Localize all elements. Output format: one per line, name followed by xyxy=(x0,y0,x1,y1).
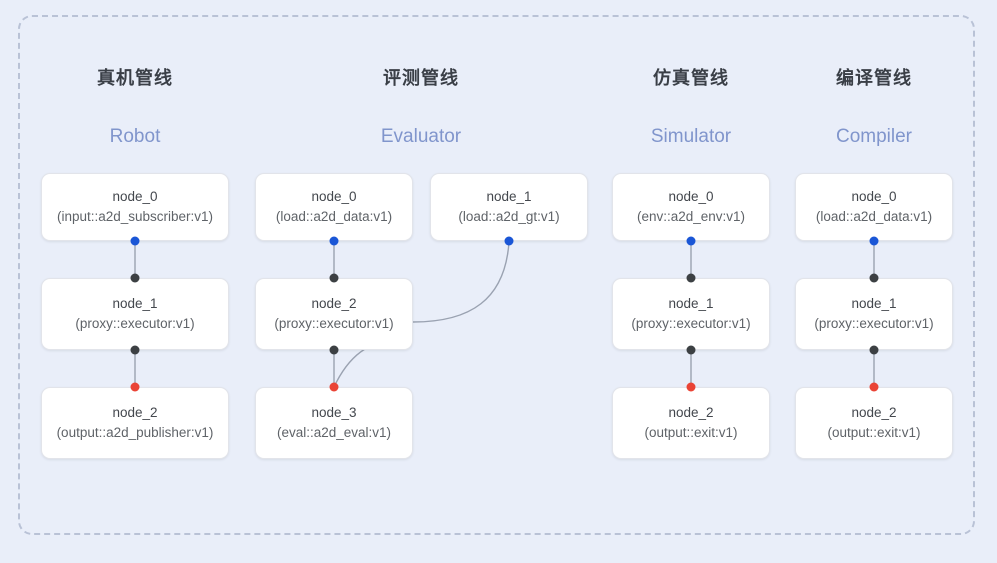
port-input-dot-evaluator-3[interactable] xyxy=(329,382,339,392)
node-kind: (load::a2d_data:v1) xyxy=(275,209,393,224)
node-kind: (proxy::executor:v1) xyxy=(274,316,394,331)
node-simulator-0[interactable]: node_0 (env::a2d_env:v1) xyxy=(612,173,770,241)
node-id: node_1 xyxy=(851,296,897,312)
node-evaluator-2[interactable]: node_2 (proxy::executor:v1) xyxy=(255,278,413,350)
node-id: node_1 xyxy=(112,296,158,312)
node-simulator-2[interactable]: node_2 (output::exit:v1) xyxy=(612,387,770,459)
node-evaluator-3[interactable]: node_3 (eval::a2d_eval:v1) xyxy=(255,387,413,459)
column-title-robot: 真机管线 xyxy=(97,68,173,88)
node-evaluator-1[interactable]: node_1 (load::a2d_gt:v1) xyxy=(430,173,588,241)
port-output-dot-robot-0[interactable] xyxy=(130,236,140,246)
node-kind: (env::a2d_env:v1) xyxy=(636,209,746,224)
node-kind: (load::a2d_gt:v1) xyxy=(458,209,560,224)
node-id: node_3 xyxy=(311,405,357,421)
port-output-dot-simulator-0[interactable] xyxy=(686,236,696,246)
port-output-dot-evaluator-0[interactable] xyxy=(329,236,339,246)
port-input-dot-robot-2[interactable] xyxy=(130,382,140,392)
port-output-dot-compiler-0[interactable] xyxy=(869,236,879,246)
node-id: node_2 xyxy=(311,296,357,312)
node-kind: (load::a2d_data:v1) xyxy=(815,209,933,224)
node-robot-0[interactable]: node_0 (input::a2d_subscriber:v1) xyxy=(41,173,229,241)
node-compiler-1[interactable]: node_1 (proxy::executor:v1) xyxy=(795,278,953,350)
column-title-simulator: 仿真管线 xyxy=(653,68,729,88)
node-id: node_0 xyxy=(112,189,158,205)
node-kind: (output::exit:v1) xyxy=(827,425,921,440)
node-compiler-0[interactable]: node_0 (load::a2d_data:v1) xyxy=(795,173,953,241)
port-output-dot-robot-1[interactable] xyxy=(130,345,140,355)
node-robot-1[interactable]: node_1 (proxy::executor:v1) xyxy=(41,278,229,350)
node-compiler-2[interactable]: node_2 (output::exit:v1) xyxy=(795,387,953,459)
port-output-dot-evaluator-2[interactable] xyxy=(329,345,339,355)
port-input-dot-compiler-1[interactable] xyxy=(869,273,879,283)
column-subtitle-robot: Robot xyxy=(109,126,161,147)
node-id: node_2 xyxy=(112,405,158,421)
node-id: node_0 xyxy=(851,189,897,205)
column-subtitle-simulator: Simulator xyxy=(650,126,732,147)
column-subtitle-evaluator: Evaluator xyxy=(380,126,462,147)
column-subtitle-compiler: Compiler xyxy=(835,126,913,147)
node-kind: (output::exit:v1) xyxy=(644,425,738,440)
node-kind: (proxy::executor:v1) xyxy=(75,316,195,331)
port-input-dot-simulator-1[interactable] xyxy=(686,273,696,283)
port-input-dot-robot-1[interactable] xyxy=(130,273,140,283)
diagram-dashed-frame xyxy=(18,15,975,535)
port-input-dot-evaluator-2[interactable] xyxy=(329,273,339,283)
node-kind: (input::a2d_subscriber:v1) xyxy=(56,209,214,224)
node-id: node_0 xyxy=(311,189,357,205)
node-id: node_1 xyxy=(486,189,532,205)
port-output-dot-compiler-1[interactable] xyxy=(869,345,879,355)
port-input-dot-simulator-2[interactable] xyxy=(686,382,696,392)
node-id: node_2 xyxy=(851,405,897,421)
node-kind: (eval::a2d_eval:v1) xyxy=(276,425,392,440)
port-input-dot-compiler-2[interactable] xyxy=(869,382,879,392)
node-id: node_1 xyxy=(668,296,714,312)
node-id: node_2 xyxy=(668,405,714,421)
column-title-compiler: 编译管线 xyxy=(836,68,912,88)
column-title-evaluator: 评测管线 xyxy=(383,68,459,88)
port-output-dot-evaluator-1[interactable] xyxy=(504,236,514,246)
node-simulator-1[interactable]: node_1 (proxy::executor:v1) xyxy=(612,278,770,350)
node-kind: (proxy::executor:v1) xyxy=(631,316,751,331)
node-kind: (proxy::executor:v1) xyxy=(814,316,934,331)
port-output-dot-simulator-1[interactable] xyxy=(686,345,696,355)
node-evaluator-0[interactable]: node_0 (load::a2d_data:v1) xyxy=(255,173,413,241)
node-id: node_0 xyxy=(668,189,714,205)
node-kind: (output::a2d_publisher:v1) xyxy=(56,425,214,440)
node-robot-2[interactable]: node_2 (output::a2d_publisher:v1) xyxy=(41,387,229,459)
